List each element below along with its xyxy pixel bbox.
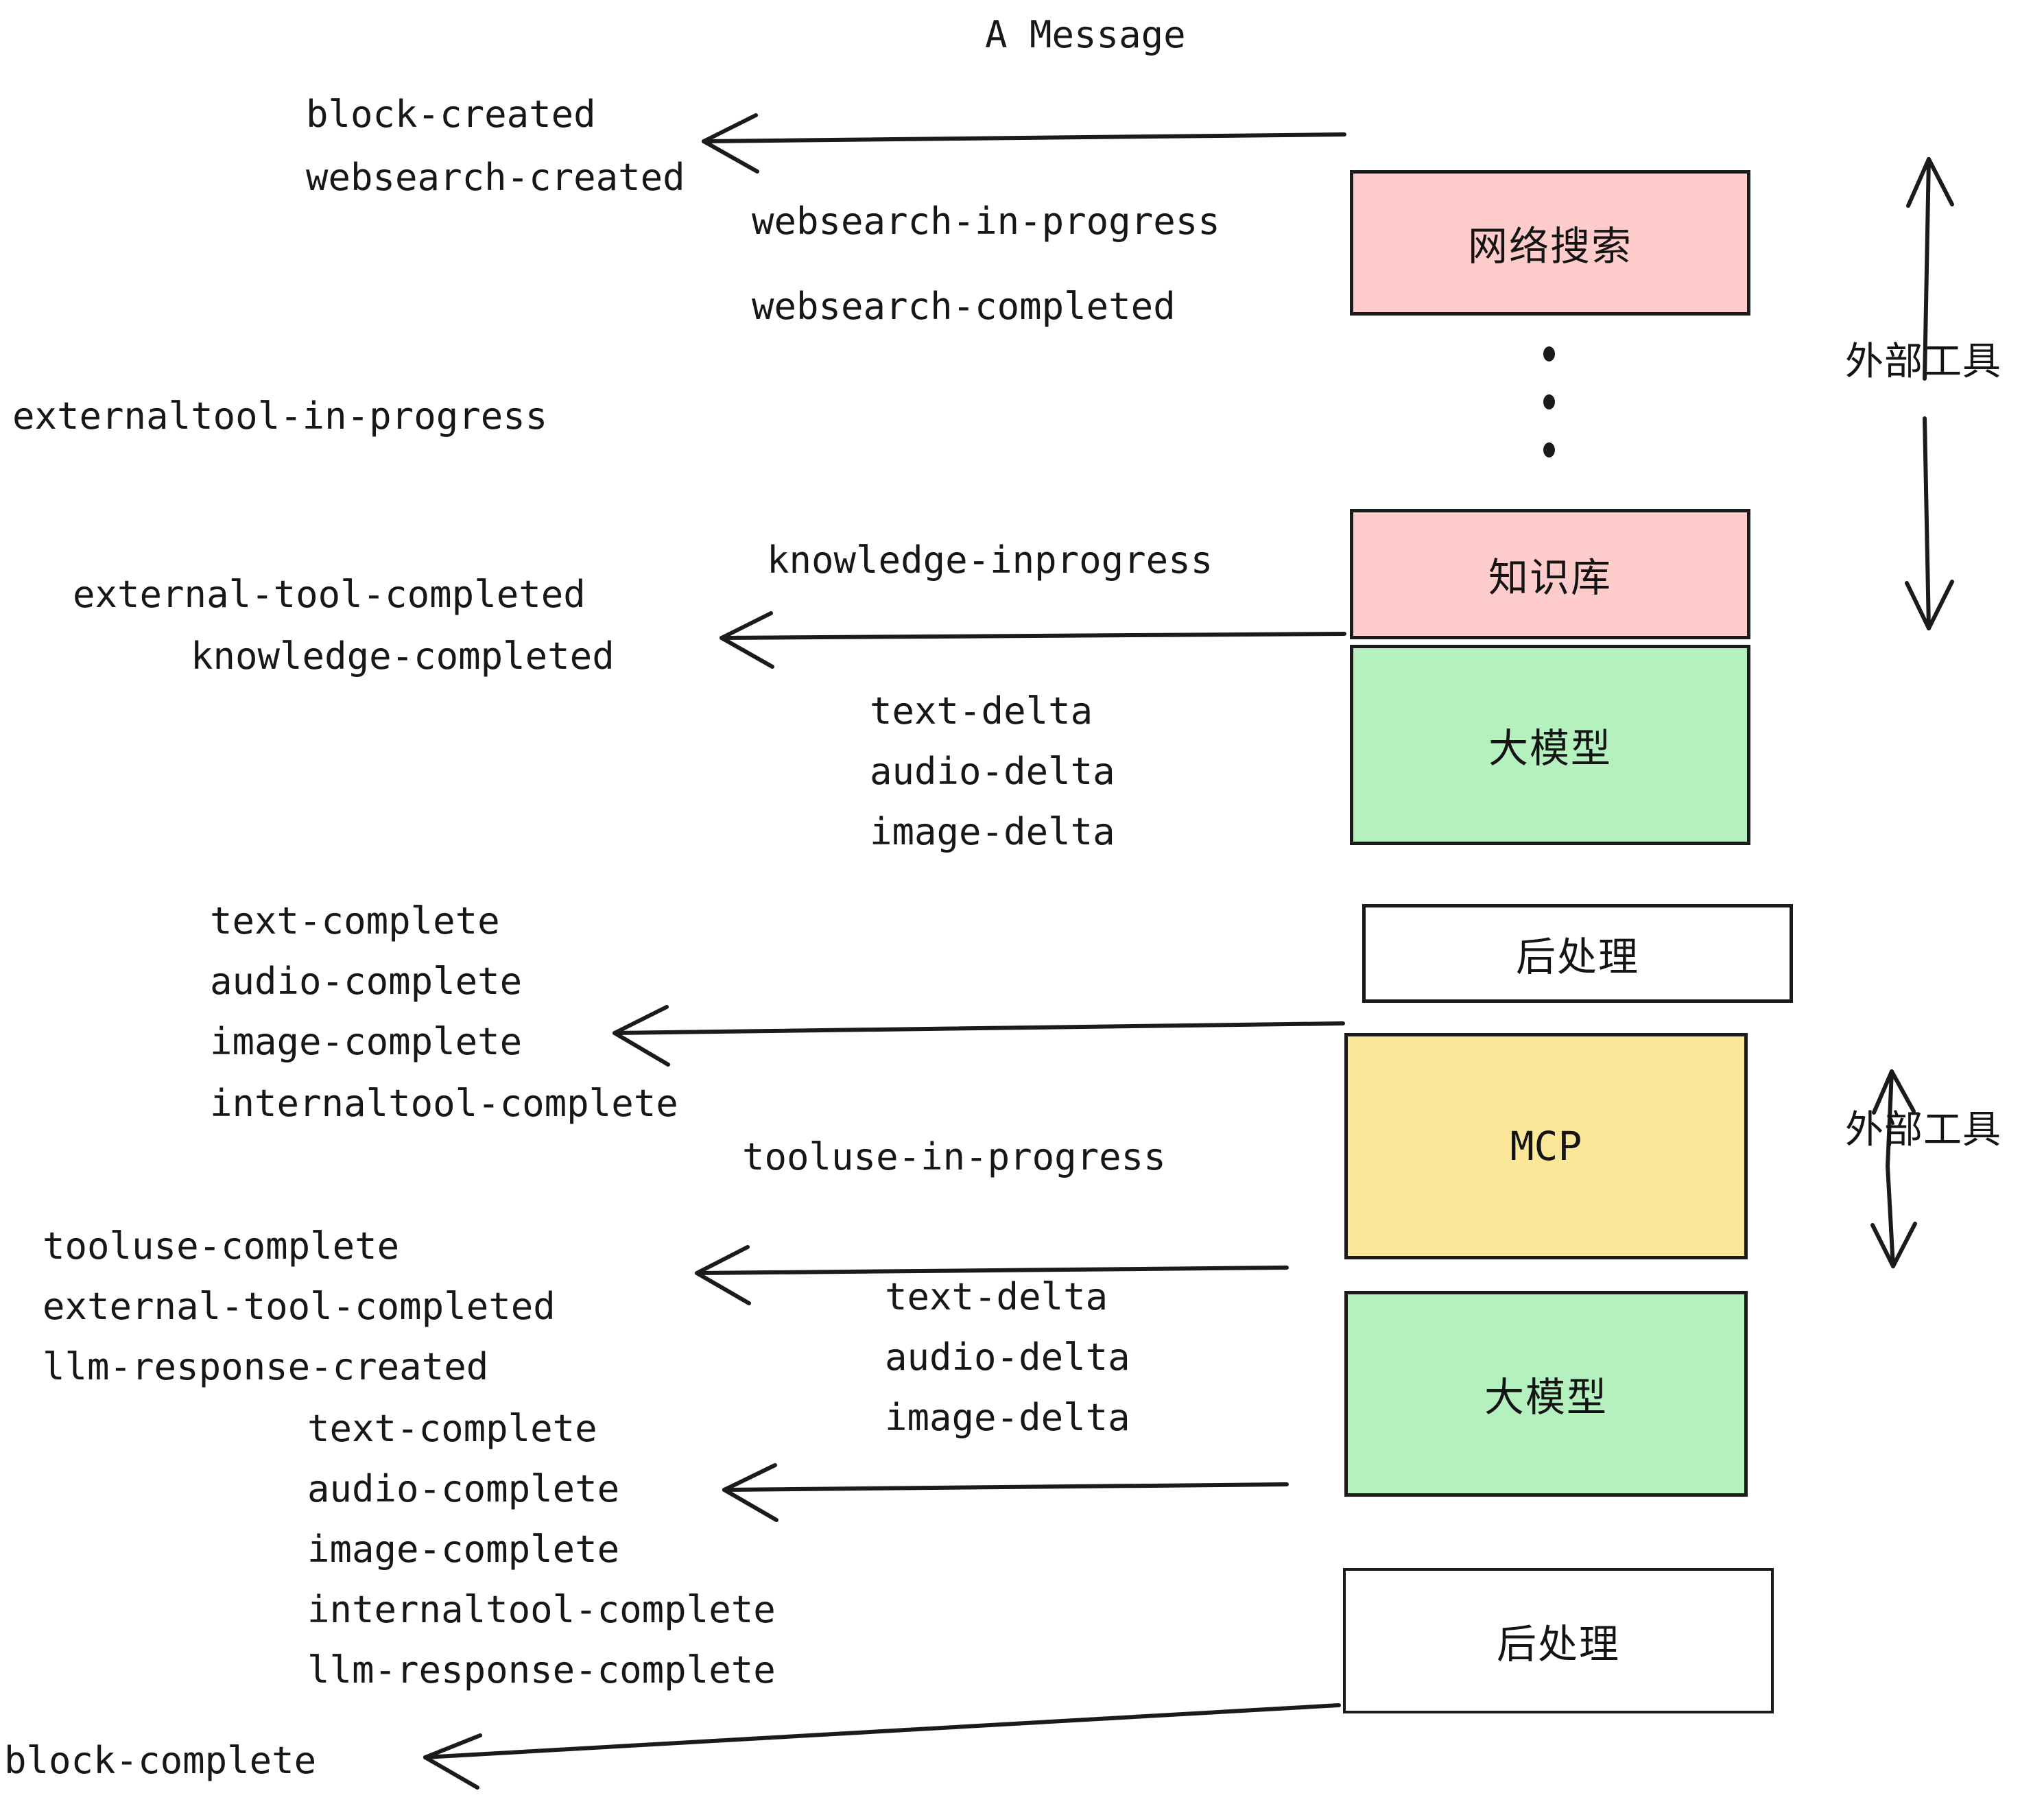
event-external-tool-completed-first: external-tool-completed — [73, 573, 586, 616]
event-websearch-in-progress: websearch-in-progress — [752, 200, 1220, 243]
event-llm-response-created: llm-response-created — [43, 1345, 489, 1388]
event-block-created: block-created — [306, 93, 596, 136]
event-audio-delta-second: audio-delta — [885, 1336, 1130, 1379]
node-postprocess-first[interactable]: 后处理 — [1362, 904, 1793, 1003]
node-postprocess-second[interactable]: 后处理 — [1343, 1568, 1774, 1713]
arrow-block-created — [702, 113, 1346, 174]
event-image-delta-first: image-delta — [870, 810, 1115, 853]
event-text-delta-first: text-delta — [870, 689, 1093, 733]
event-audio-delta-first: audio-delta — [870, 750, 1115, 793]
node-knowledge[interactable]: 知识库 — [1350, 509, 1750, 639]
event-websearch-completed: websearch-completed — [752, 285, 1176, 328]
node-llm-first-label: 大模型 — [1488, 725, 1612, 772]
event-text-complete-second: text-complete — [307, 1407, 597, 1450]
node-knowledge-label: 知识库 — [1488, 554, 1612, 601]
ellipsis-dot — [1543, 346, 1555, 361]
event-internaltool-complete-first: internaltool-complete — [210, 1082, 678, 1125]
event-block-complete: block-complete — [4, 1739, 317, 1782]
ellipsis-dot — [1543, 394, 1555, 410]
event-image-complete-second: image-complete — [307, 1528, 620, 1571]
arrow-image-complete — [613, 1005, 1345, 1067]
node-mcp[interactable]: MCP — [1344, 1033, 1748, 1259]
event-knowledge-completed: knowledge-completed — [191, 634, 615, 678]
event-audio-complete-second: audio-complete — [307, 1467, 620, 1510]
event-text-complete-first: text-complete — [210, 899, 500, 942]
node-postprocess-first-label: 后处理 — [1515, 934, 1639, 980]
node-llm-second-label: 大模型 — [1484, 1374, 1608, 1421]
event-tooluse-complete: tooluse-complete — [43, 1224, 400, 1268]
event-text-delta-second: text-delta — [885, 1275, 1108, 1318]
side-label-external-tools-top: 外部工具 — [1845, 340, 2001, 384]
event-externaltool-in-progress: externaltool-in-progress — [12, 394, 548, 438]
node-llm-first[interactable]: 大模型 — [1350, 645, 1750, 845]
node-websearch[interactable]: 网络搜索 — [1350, 170, 1750, 316]
event-websearch-created: websearch-created — [306, 156, 685, 199]
dual-arrow-external-tools-top — [1905, 157, 1954, 630]
arrow-knowledge-completed — [720, 611, 1346, 669]
event-image-delta-second: image-delta — [885, 1396, 1130, 1439]
event-knowledge-inprogress: knowledge-inprogress — [767, 538, 1213, 582]
ellipsis-dot — [1543, 442, 1555, 458]
node-llm-second[interactable]: 大模型 — [1344, 1291, 1748, 1497]
node-mcp-label: MCP — [1510, 1123, 1582, 1170]
dual-arrow-external-tools-bottom — [1870, 1069, 1917, 1268]
event-image-complete-first: image-complete — [210, 1020, 523, 1063]
diagram-title: A Message — [985, 13, 1186, 56]
event-llm-response-complete: llm-response-complete — [307, 1648, 776, 1692]
side-label-external-tools-bottom: 外部工具 — [1845, 1108, 2001, 1152]
node-websearch-label: 网络搜索 — [1467, 223, 1632, 270]
event-external-tool-completed-second: external-tool-completed — [43, 1285, 556, 1328]
arrow-audio-complete — [722, 1463, 1289, 1522]
event-internaltool-complete-second: internaltool-complete — [307, 1588, 776, 1631]
node-postprocess-second-label: 后处理 — [1496, 1621, 1620, 1667]
event-audio-complete-first: audio-complete — [210, 960, 523, 1003]
event-tooluse-in-progress: tooluse-in-progress — [742, 1135, 1166, 1178]
arrow-block-complete — [423, 1703, 1341, 1790]
